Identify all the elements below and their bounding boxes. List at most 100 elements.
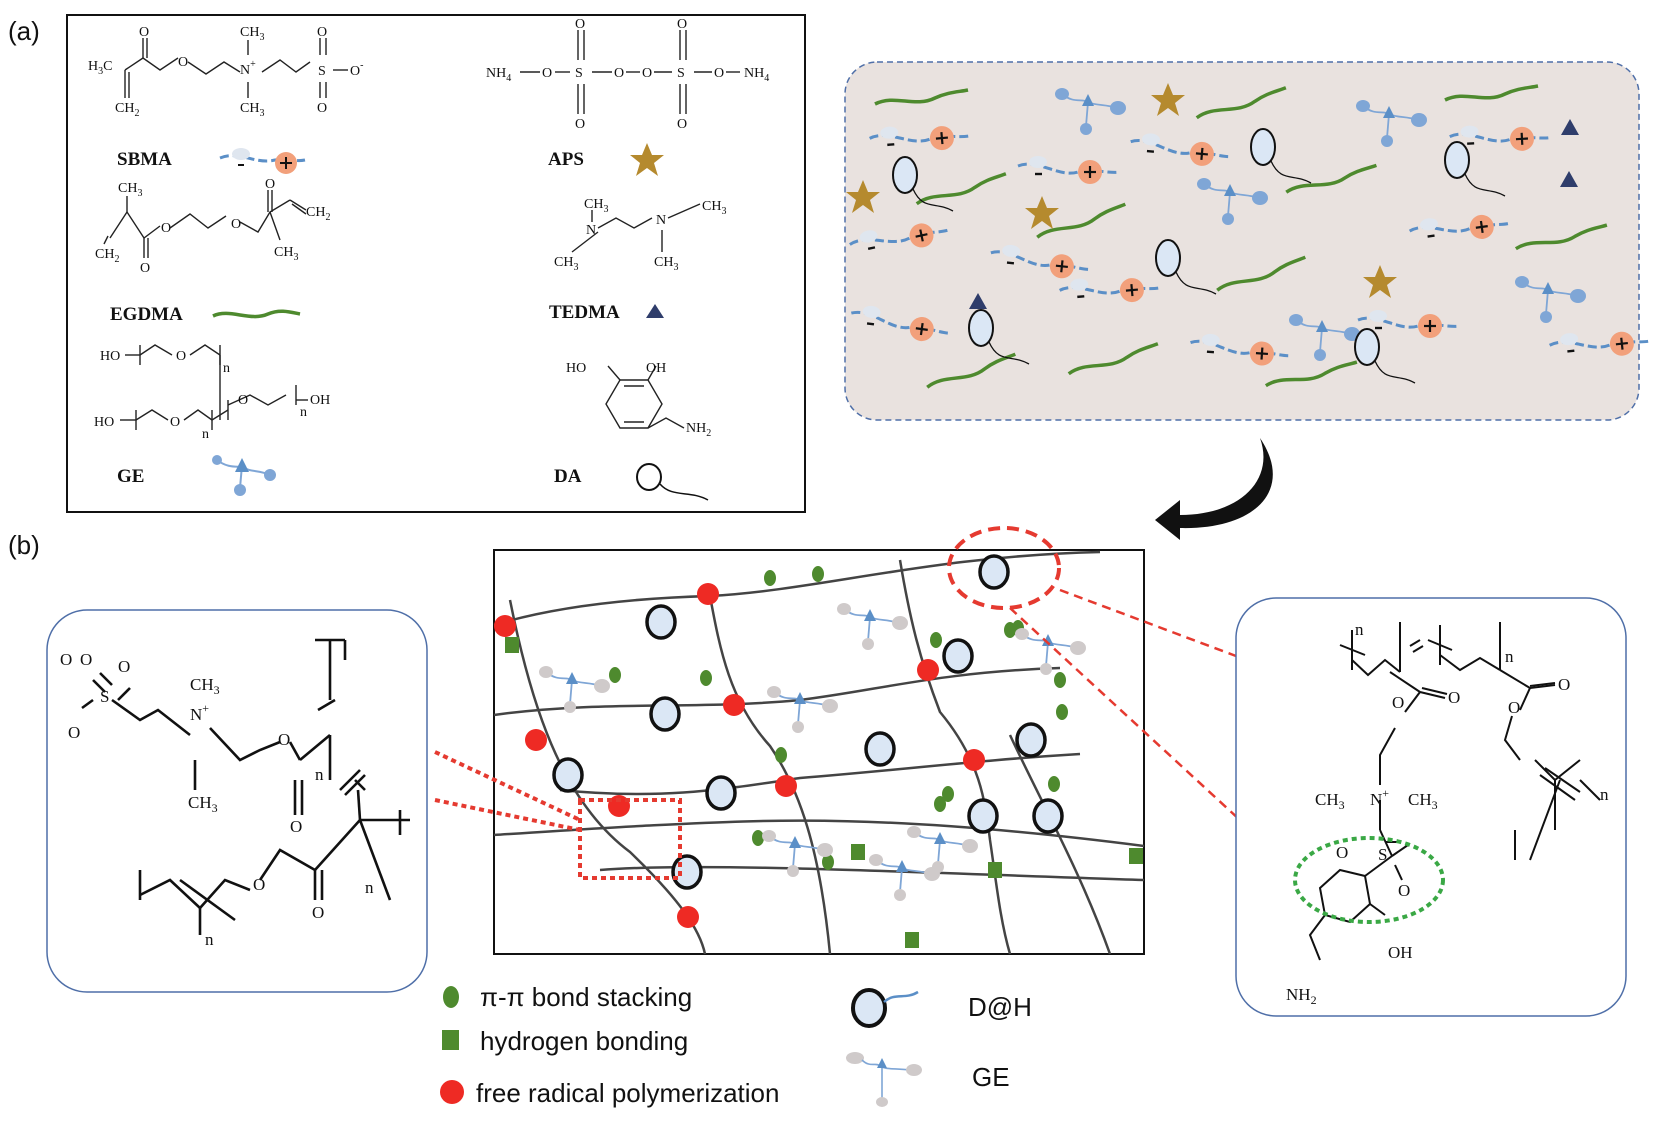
ge-ho-bottom: HO xyxy=(94,415,114,430)
h-square xyxy=(505,637,519,653)
legend: π-π bond stacking hydrogen bonding free … xyxy=(440,982,1032,1108)
pi-dot xyxy=(822,854,834,870)
pi-dot xyxy=(752,830,764,846)
pi-dot xyxy=(775,747,787,763)
egdma-molecule xyxy=(1067,342,1159,376)
aps-nh4-left: NH4 xyxy=(486,66,511,84)
dh-molecule xyxy=(978,554,1010,590)
aps-o1: O xyxy=(542,66,552,81)
dh-molecule xyxy=(552,757,584,793)
label-egdma: EGDMA xyxy=(110,304,183,325)
sbma-icon xyxy=(219,148,306,174)
ge-oh-right: OH xyxy=(310,393,330,408)
tedma-triangle-icon xyxy=(646,304,664,318)
da-molecule xyxy=(968,309,1030,365)
egdma-o4: O xyxy=(265,177,275,192)
lz-ch3-top: CH3 xyxy=(190,675,220,697)
egdma-structure xyxy=(103,190,307,258)
rz-ch3-right: CH3 xyxy=(1408,790,1438,812)
aps-o3: O xyxy=(575,117,585,132)
legend-dh: D@H xyxy=(968,992,1032,1022)
panel-label-a: (a) xyxy=(8,16,40,46)
tedma-triangle xyxy=(969,293,987,309)
tedma-triangle xyxy=(1560,171,1578,187)
rz-o-4: O xyxy=(1558,675,1570,694)
aps-o5: O xyxy=(642,66,652,81)
tedma-structure xyxy=(571,203,701,253)
egdma-ch2-right: CH2 xyxy=(306,205,330,223)
dh-molecule xyxy=(645,604,677,640)
lz-o-4: O xyxy=(312,903,324,922)
dh-molecule xyxy=(1032,798,1064,834)
sbma-o-minus: O- xyxy=(350,60,363,79)
sbma-o3: O xyxy=(317,25,327,40)
legend-h-square-icon xyxy=(442,1030,459,1050)
radical-node xyxy=(697,583,719,605)
pi-dot xyxy=(934,796,946,812)
egdma-molecule xyxy=(1036,202,1126,239)
aps-o6: O xyxy=(677,17,687,32)
rz-nh2: NH2 xyxy=(1286,985,1317,1007)
da-molecule xyxy=(892,156,954,212)
sbma-n-plus: N+ xyxy=(240,59,256,78)
lz-o-1: O xyxy=(278,730,290,749)
pi-dot xyxy=(930,632,942,648)
da-icon xyxy=(636,463,709,501)
radical-node xyxy=(608,795,630,817)
aps-o2: O xyxy=(575,17,585,32)
rz-n-1: n xyxy=(1355,620,1364,639)
lz-o-minus: O xyxy=(60,650,72,669)
ge-n-bottom: n xyxy=(202,427,209,442)
sbma-ch3-bottom: CH3 xyxy=(240,101,264,119)
label-da: DA xyxy=(554,466,582,487)
left-zoom-box: O O O S O N+ CH3 CH3 O O n n O O n xyxy=(46,609,428,993)
ge-molecule xyxy=(837,603,908,650)
egdma-o1: O xyxy=(161,221,171,236)
egdma-o3: O xyxy=(231,217,241,232)
sbma-s: S xyxy=(318,64,326,79)
sbma-ch3-top: CH3 xyxy=(240,25,264,43)
process-arrow xyxy=(1155,438,1273,540)
rz-n-plus: N+ xyxy=(1370,786,1389,809)
ge-molecule xyxy=(1356,100,1427,147)
da-oh: OH xyxy=(646,361,666,376)
sbma-molecule xyxy=(1357,310,1461,338)
ge-molecule xyxy=(767,686,838,733)
ge-o-bottom: O xyxy=(170,415,180,430)
tedma-n1: N xyxy=(586,223,596,238)
pi-dot xyxy=(812,566,824,582)
aps-s1: S xyxy=(575,66,583,81)
dh-molecule xyxy=(967,798,999,834)
zoom-square-left xyxy=(578,798,682,880)
reagent-box: H3C O O CH2 CH3 N+ CH3 O S O O- SBMA xyxy=(66,14,806,513)
ge-molecule xyxy=(1515,276,1586,323)
egdma-icon xyxy=(212,309,301,319)
solution-contents xyxy=(846,83,1653,389)
radical-node xyxy=(494,615,516,637)
sbma-molecule xyxy=(1449,125,1553,151)
egdma-o2: O xyxy=(140,261,150,276)
legend-dh-tail xyxy=(883,990,919,1003)
egdma-molecule xyxy=(874,88,969,106)
dh-molecule xyxy=(705,775,737,811)
zoom-circle-right xyxy=(947,526,1061,610)
right-zoom-box: O O O O n n CH3 N+ CH3 O S O OH NH2 n xyxy=(1235,597,1627,1017)
aps-structure xyxy=(520,30,740,114)
sbma-o2: O xyxy=(178,55,188,70)
ge-n-top: n xyxy=(223,361,230,376)
egdma-molecule xyxy=(1216,255,1306,292)
aps-o8: O xyxy=(714,66,724,81)
sbma-molecule xyxy=(1058,278,1163,303)
lz-o-2: O xyxy=(290,817,302,836)
ge-molecule xyxy=(762,830,833,877)
ge-ho-top: HO xyxy=(100,349,120,364)
dh-molecule xyxy=(649,696,681,732)
ge-n-right: n xyxy=(300,405,307,420)
pi-dot xyxy=(764,570,776,586)
tedma-triangle xyxy=(1561,119,1579,135)
ge-molecule xyxy=(539,666,610,713)
sbma-molecule xyxy=(990,244,1092,279)
egdma-molecule xyxy=(1444,84,1539,102)
lz-o-right: O xyxy=(118,657,130,676)
